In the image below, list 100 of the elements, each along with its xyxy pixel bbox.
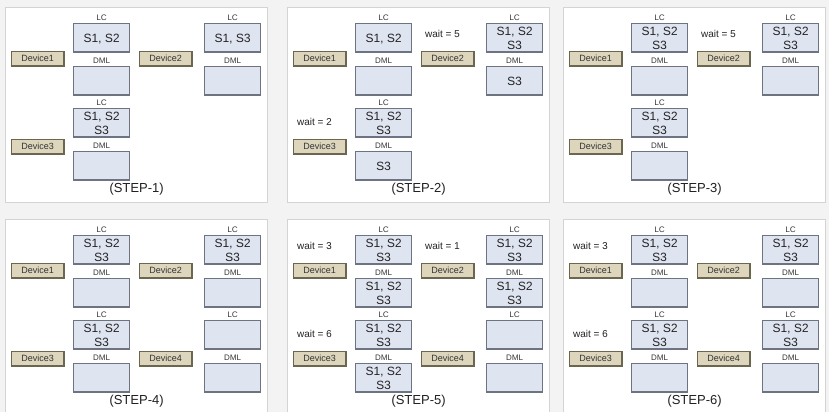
entry-box: S1, S2 S3 [486, 278, 543, 308]
device-node: Device1 [293, 51, 347, 67]
box-heading: LC [509, 310, 520, 320]
device-node: Device3 [569, 351, 623, 367]
device-node: Device2 [697, 263, 751, 279]
step-panel [287, 219, 550, 412]
entry-box: S3 [486, 66, 543, 96]
box-heading: LC [227, 310, 238, 320]
entry-box: S1, S3 [204, 23, 261, 53]
device-node: Device1 [569, 51, 623, 67]
wait-note: wait = 5 [701, 29, 736, 41]
wait-note: wait = 5 [425, 29, 460, 41]
box-heading: DML [224, 268, 241, 278]
step-caption: (STEP-5) [391, 392, 446, 408]
box-heading: LC [654, 98, 665, 108]
box-heading: LC [96, 310, 107, 320]
step-panel [563, 219, 826, 412]
step-panel [5, 7, 268, 203]
entry-box: S1, S2 S3 [762, 235, 819, 265]
box-heading: DML [93, 268, 110, 278]
device-node: Device2 [421, 51, 475, 67]
step-panel [287, 7, 550, 203]
step-panel [563, 7, 826, 203]
box-heading: LC [378, 98, 389, 108]
step-panel [5, 219, 268, 412]
box-heading: DML [651, 353, 668, 363]
device-node: Device4 [421, 351, 475, 367]
wait-note: wait = 2 [297, 117, 332, 129]
wait-note: wait = 6 [297, 329, 332, 341]
box-heading: LC [227, 13, 238, 23]
entry-box: S1, S2 S3 [355, 278, 412, 308]
entry-box: S1, S2 S3 [762, 320, 819, 350]
box-heading: LC [96, 98, 107, 108]
entry-box: S1, S2 S3 [355, 363, 412, 393]
box-heading: LC [785, 310, 796, 320]
device-node: Device2 [421, 263, 475, 279]
device-node: Device2 [139, 263, 193, 279]
box-heading: DML [651, 56, 668, 66]
box-heading: DML [506, 56, 523, 66]
entry-box: S1, S2 [355, 23, 412, 53]
device-node: Device2 [697, 51, 751, 67]
entry-box: S1, S2 S3 [631, 23, 688, 53]
box-heading: DML [651, 141, 668, 151]
device-node: Device3 [293, 351, 347, 367]
box-heading: LC [378, 225, 389, 235]
device-node: Device1 [569, 263, 623, 279]
box-heading: LC [227, 225, 238, 235]
entry-box: S1, S2 S3 [631, 108, 688, 138]
box-heading: DML [375, 141, 392, 151]
box-heading: DML [93, 141, 110, 151]
box-heading: LC [509, 13, 520, 23]
box-heading: LC [378, 13, 389, 23]
device-node: Device4 [139, 351, 193, 367]
box-heading: DML [782, 353, 799, 363]
box-heading: DML [93, 353, 110, 363]
step-caption: (STEP-6) [667, 392, 722, 408]
entry-box: S1, S2 S3 [486, 23, 543, 53]
box-heading: DML [506, 268, 523, 278]
box-heading: LC [785, 225, 796, 235]
entry-box: S1, S2 [73, 23, 130, 53]
box-heading: DML [651, 268, 668, 278]
box-heading: LC [509, 225, 520, 235]
box-heading: DML [782, 56, 799, 66]
wait-note: wait = 3 [297, 241, 332, 253]
entry-box: S3 [355, 151, 412, 181]
box-heading: DML [224, 353, 241, 363]
box-heading: LC [96, 13, 107, 23]
entry-box: S1, S2 S3 [486, 235, 543, 265]
device-node: Device1 [11, 51, 65, 67]
box-heading: DML [782, 268, 799, 278]
box-heading: LC [96, 225, 107, 235]
device-node: Device1 [11, 263, 65, 279]
device-node: Device3 [569, 139, 623, 155]
box-heading: DML [375, 268, 392, 278]
box-heading: LC [654, 225, 665, 235]
entry-box: S1, S2 S3 [631, 235, 688, 265]
box-heading: LC [654, 13, 665, 23]
entry-box: S1, S2 S3 [762, 23, 819, 53]
wait-note: wait = 1 [425, 241, 460, 253]
step-caption: (STEP-2) [391, 180, 446, 196]
box-heading: LC [785, 13, 796, 23]
device-node: Device3 [11, 351, 65, 367]
wait-note: wait = 6 [573, 329, 608, 341]
entry-box: S1, S2 S3 [204, 235, 261, 265]
box-heading: LC [378, 310, 389, 320]
wait-note: wait = 3 [573, 241, 608, 253]
entry-box: S1, S2 S3 [73, 235, 130, 265]
box-heading: DML [224, 56, 241, 66]
box-heading: LC [654, 310, 665, 320]
box-heading: DML [93, 56, 110, 66]
device-node: Device3 [293, 139, 347, 155]
entry-box: S1, S2 S3 [355, 235, 412, 265]
entry-box: S1, S2 S3 [631, 320, 688, 350]
entry-box: S1, S2 S3 [355, 320, 412, 350]
device-node: Device4 [697, 351, 751, 367]
step-caption: (STEP-1) [109, 180, 164, 196]
device-node: Device1 [293, 263, 347, 279]
step-caption: (STEP-4) [109, 392, 164, 408]
entry-box: S1, S2 S3 [73, 108, 130, 138]
entry-box: S1, S2 S3 [73, 320, 130, 350]
